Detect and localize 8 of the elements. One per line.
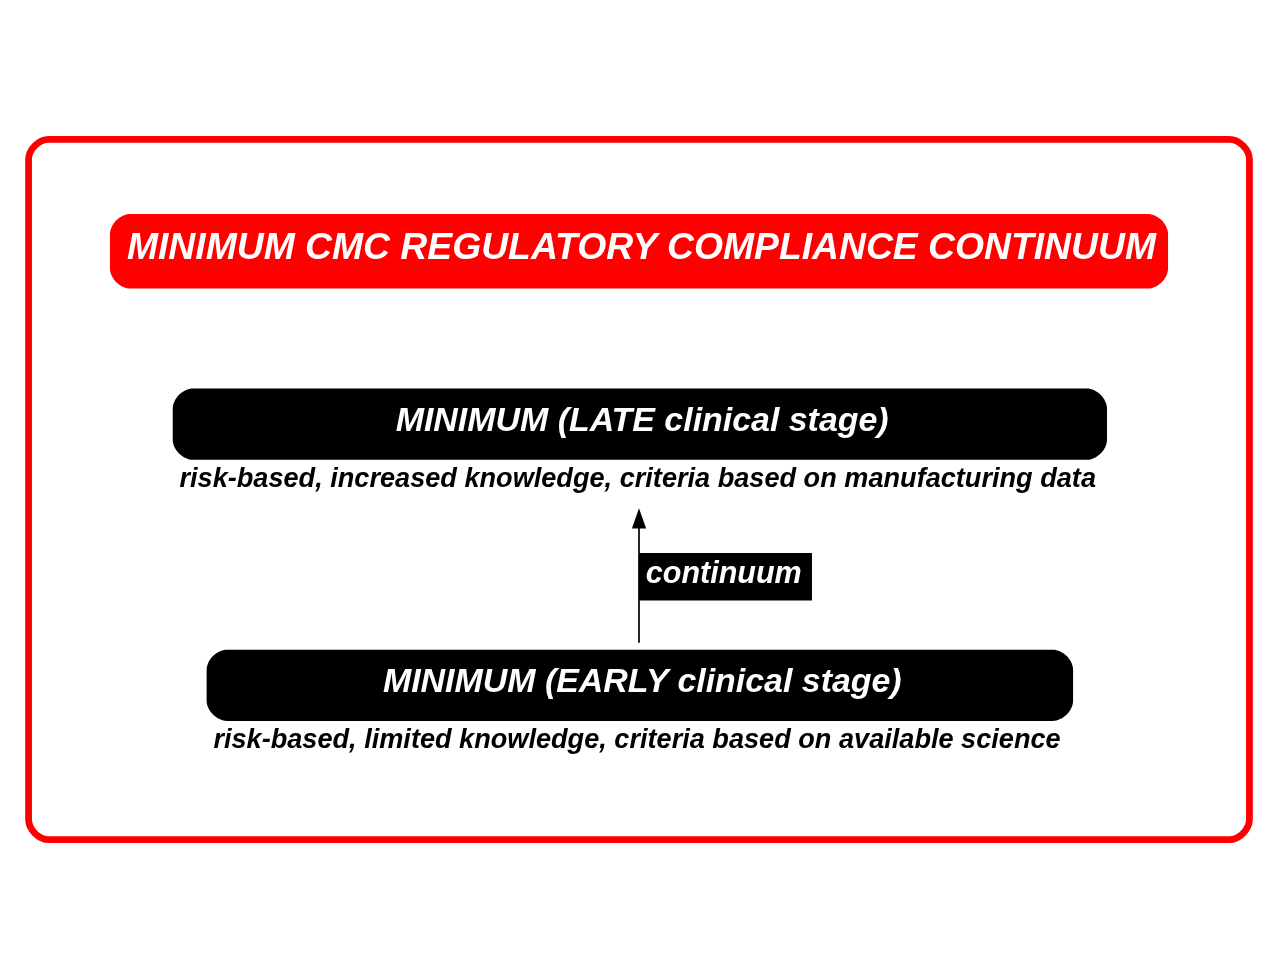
cluster (25, 135, 1253, 843)
node-box: MINIMUM CMC REGULATORY COMPLIANCE CONTINUUM (109, 213, 1169, 289)
arrow (631, 507, 647, 643)
node-label: risk-based, limited knowledge, criteria based on available science (213, 722, 1061, 754)
node-box: MINIMUM (EARLY clinical stage) (206, 649, 1074, 721)
edge-label: continuum (645, 554, 802, 589)
node-label: risk-based, increased knowledge, criteria based on manufacturing data (179, 461, 1096, 493)
node-box: MINIMUM (LATE clinical stage) (172, 388, 1107, 460)
